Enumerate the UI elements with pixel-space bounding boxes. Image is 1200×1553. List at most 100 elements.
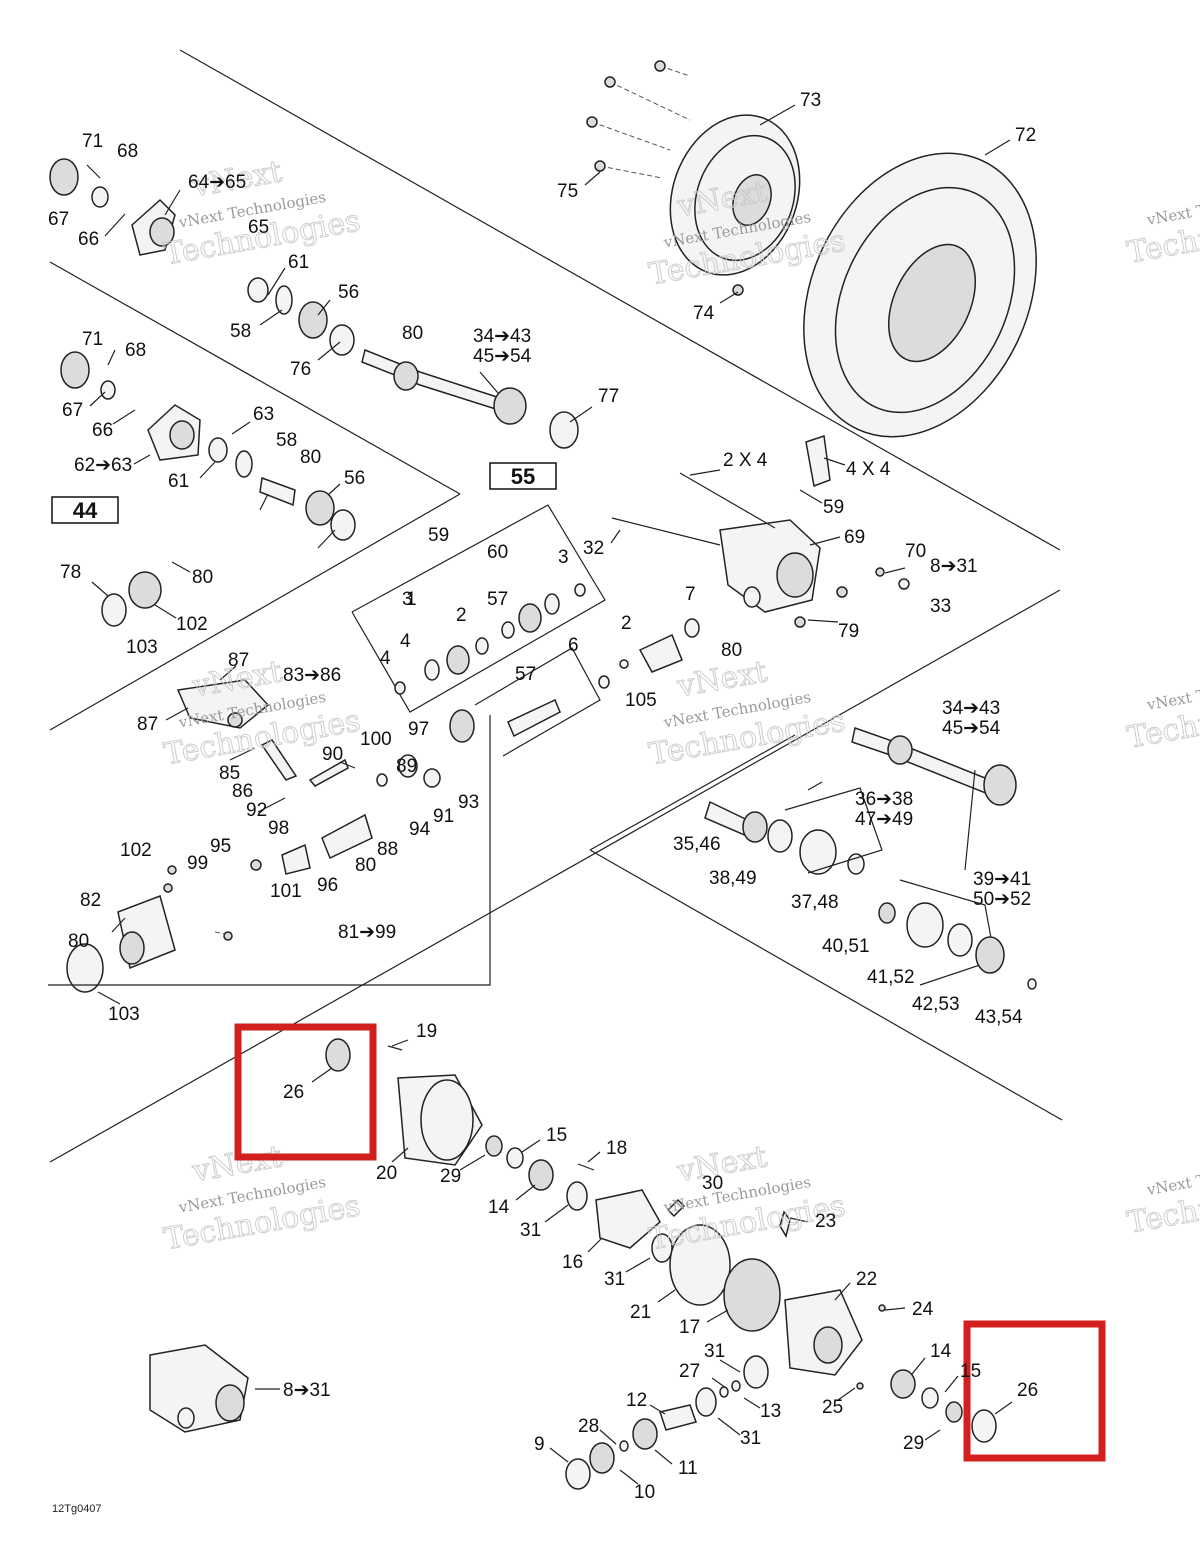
part-number-label: 58 [230, 321, 251, 342]
part-number-label: 19 [416, 1021, 437, 1042]
part-number-label: 45➔54 [942, 718, 1001, 739]
part-number-label: 4 X 4 [846, 459, 891, 480]
part-number-label: 31 [604, 1269, 625, 1290]
part-number-label: 18 [606, 1138, 627, 1159]
watermark-edge-line2: Techn [1125, 220, 1200, 270]
part-number-label: 59 [428, 525, 449, 546]
part-number-label: 71 [82, 131, 103, 152]
marker-4x4-box [489, 462, 557, 490]
drawing-code: 12Tg0407 [52, 1503, 102, 1515]
part-number-label: 15 [960, 1361, 981, 1382]
part-number-label: 12 [626, 1390, 647, 1411]
part-number-label: 100 [360, 729, 392, 750]
part-number-label: 79 [838, 621, 859, 642]
part-number-label: 74 [693, 303, 715, 324]
part-number-label: 59 [823, 497, 844, 518]
part-number-label: 16 [562, 1252, 583, 1273]
watermark: vNext vNext Technologies Technologies vN… [161, 154, 1200, 1258]
part-number-label: 9 [534, 1434, 545, 1455]
part-number-label: 33 [930, 596, 951, 617]
part-number-label: 68 [117, 141, 138, 162]
part-number-label: 65 [248, 217, 269, 238]
part-number-label: 67 [48, 209, 69, 230]
part-number-label: 87 [228, 650, 249, 671]
part-number-label: 40,51 [822, 936, 870, 957]
part-number-label: 1 [406, 589, 417, 610]
part-number-label: 80 [721, 640, 742, 661]
part-number-label: 3 [558, 547, 569, 568]
part-number-label: 80 [192, 567, 213, 588]
part-number-label: 80 [355, 855, 376, 876]
part-number-label: 31 [520, 1220, 541, 1241]
part-number-label: 96 [317, 875, 338, 896]
part-number-label: 77 [598, 386, 619, 407]
part-number-label: 6 [568, 635, 579, 656]
part-number-label: 39➔41 [973, 869, 1031, 890]
part-number-label: 43,54 [975, 1007, 1023, 1028]
part-number-label: 2 [456, 605, 467, 626]
part-number-label: 10 [634, 1482, 655, 1503]
highlight-box-right [963, 1320, 1106, 1462]
marker-4x4: 55 [511, 464, 535, 489]
part-number-label: 3 [402, 589, 413, 610]
part-number-label: 81➔99 [338, 922, 396, 943]
part-number-label: 34➔43 [473, 326, 531, 347]
part-number-label: 14 [488, 1197, 510, 1218]
marker-2x4-box [51, 496, 119, 524]
part-number-label: 99 [187, 853, 208, 874]
part-number-label: 13 [760, 1401, 781, 1422]
part-number-label: 42,53 [912, 994, 960, 1015]
cv-joint-parts [704, 727, 1037, 990]
part-number-label: 20 [376, 1163, 397, 1184]
part-number-label: 11 [678, 1458, 698, 1479]
part-number-label: 94 [409, 819, 431, 840]
part-number-label: 2 [621, 613, 632, 634]
part-number-label: 8➔31 [930, 556, 978, 577]
part-number-label: 61 [288, 252, 309, 273]
part-number-label: 68 [125, 340, 146, 361]
part-number-label: 58 [276, 430, 297, 451]
part-number-label: 70 [905, 541, 926, 562]
part-number-label: 34➔43 [942, 698, 1000, 719]
part-number-label: 67 [62, 400, 83, 421]
part-number-label: 63 [253, 404, 274, 425]
part-number-label: 30 [702, 1173, 723, 1194]
part-number-label: 97 [408, 719, 429, 740]
part-number-label: 7 [685, 584, 696, 605]
part-number-label: 61 [168, 471, 189, 492]
part-number-label: 37,48 [791, 892, 839, 913]
part-number-label: 4 [380, 648, 391, 669]
part-number-label: 62➔63 [74, 455, 132, 476]
section-markers: 44 55 [51, 462, 557, 524]
part-number-label: 90 [322, 744, 343, 765]
part-number-label: 25 [822, 1397, 843, 1418]
part-number-label: 56 [338, 282, 359, 303]
part-number-label: 93 [458, 792, 479, 813]
part-number-label: 102 [176, 614, 208, 635]
part-number-label: 57 [515, 664, 536, 685]
part-number-label: 4 [400, 631, 411, 652]
part-number-label: 45➔54 [473, 346, 532, 367]
watermark-edge-line2: Techn [1125, 705, 1200, 755]
part-number-label: 31 [740, 1428, 761, 1449]
part-number-label: 82 [80, 890, 101, 911]
part-number-label: 38,49 [709, 868, 757, 889]
part-number-label: 21 [630, 1302, 651, 1323]
leader-lines [86, 104, 1013, 1485]
rear-differential [149, 1038, 997, 1490]
part-number-label: 86 [232, 781, 253, 802]
part-number-label: 15 [546, 1125, 567, 1146]
part-number-label: 23 [815, 1211, 836, 1232]
part-number-label: 47➔49 [855, 809, 913, 830]
part-labels-right: 34➔4345➔5436➔3847➔4935,4638,4937,4839➔41… [673, 698, 1031, 1028]
part-number-label: 50➔52 [973, 889, 1031, 910]
part-number-label: 88 [377, 839, 398, 860]
shaft-internals [351, 504, 700, 757]
part-number-label: 64➔65 [188, 172, 246, 193]
part-number-label: 24 [912, 1299, 934, 1320]
part-number-label: 76 [290, 359, 311, 380]
